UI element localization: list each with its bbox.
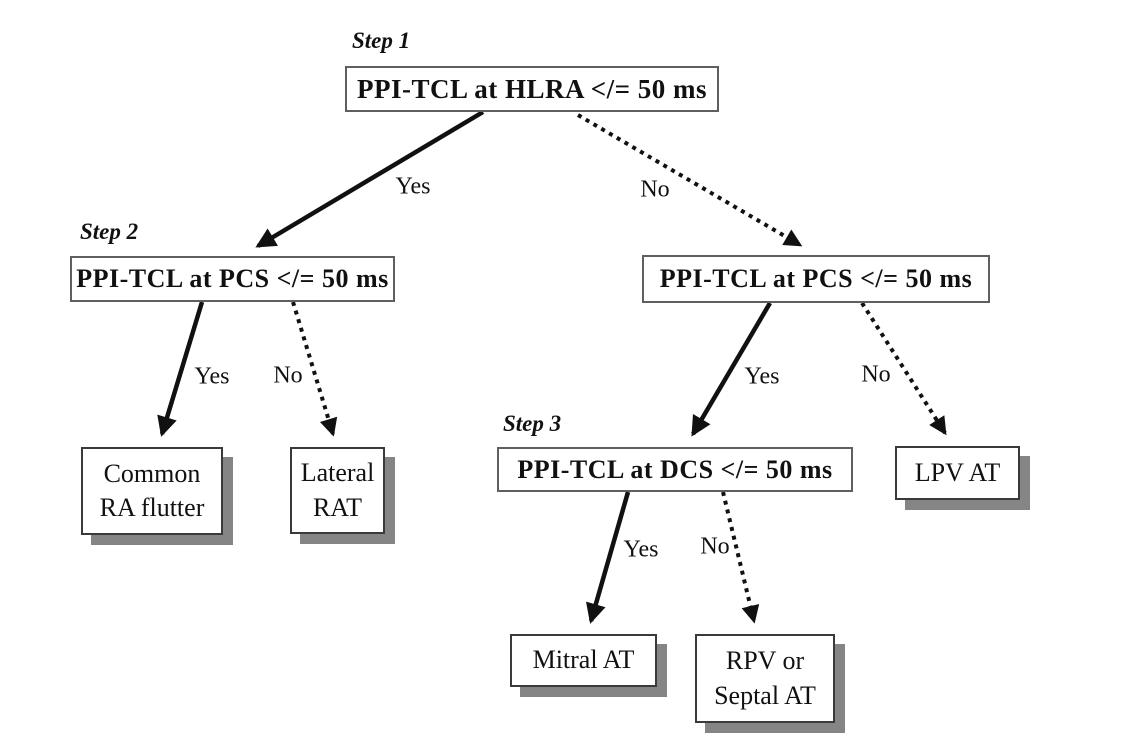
edge-label-step2-no: No xyxy=(273,362,303,389)
arrow-step1-no xyxy=(576,113,803,247)
edge-label-step1-yes: Yes xyxy=(395,173,431,200)
edge-label-step2-yes: Yes xyxy=(194,363,230,390)
outcome-box-lpv-at: LPV AT xyxy=(895,446,1020,500)
outcome-box-mitral-at: Mitral AT xyxy=(510,634,657,687)
edge-label-step3-yes: Yes xyxy=(623,536,659,563)
decision-box-pcs-right: PPI-TCL at PCS </= 50 ms xyxy=(642,255,990,303)
outcome-box-rpv-septal-at: RPV or Septal AT xyxy=(695,634,835,723)
decision-box-step1: PPI-TCL at HLRA </= 50 ms xyxy=(345,66,719,112)
step2-label: Step 2 xyxy=(80,219,139,244)
edge-label-step3-no: No xyxy=(700,533,730,560)
edge-label-step1-no: No xyxy=(640,176,670,203)
step3-label: Step 3 xyxy=(503,411,562,436)
arrow-step1-yes xyxy=(255,110,485,248)
step1-label: Step 1 xyxy=(352,28,411,53)
arrow-step3-yes xyxy=(586,491,631,624)
edge-label-pcs-right-yes: Yes xyxy=(744,363,780,390)
decision-box-step2: PPI-TCL at PCS </= 50 ms xyxy=(70,256,395,302)
outcome-box-lateral-rat: Lateral RAT xyxy=(290,447,385,534)
edge-label-pcs-right-no: No xyxy=(861,361,891,388)
decision-box-step3: PPI-TCL at DCS </= 50 ms xyxy=(497,447,853,492)
outcome-box-common-ra-flutter: Common RA flutter xyxy=(81,447,223,535)
